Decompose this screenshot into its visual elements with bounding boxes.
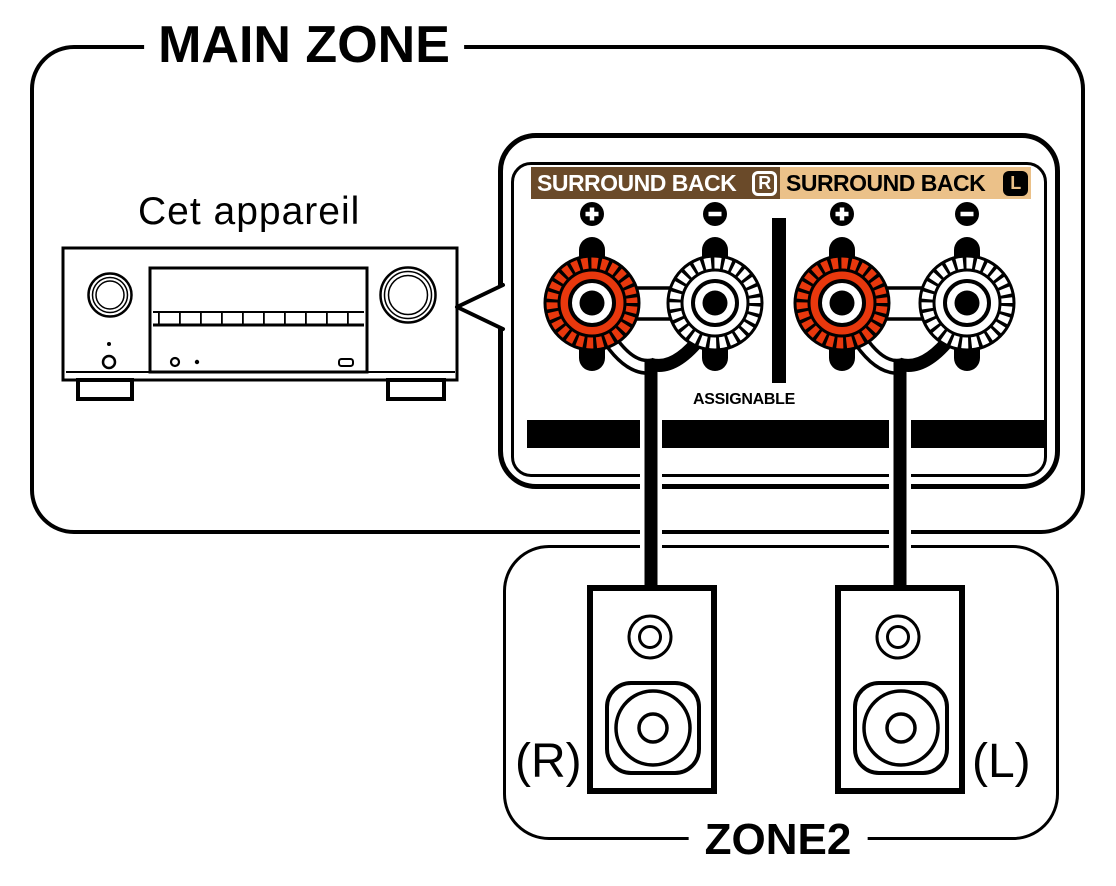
surround-back-r-label: SURROUND BACK R — [531, 167, 780, 199]
front-button — [169, 356, 181, 368]
volume-knob-left — [87, 272, 133, 318]
receiver-illustration — [61, 246, 459, 401]
binding-post-l-plus — [793, 237, 891, 371]
callout-pointer — [455, 283, 505, 331]
speaker-left-channel-label: (L) — [972, 735, 1031, 788]
main-zone-outline — [30, 45, 1085, 534]
power-button — [101, 354, 117, 370]
minus-icon — [955, 202, 979, 226]
post-bridges — [632, 286, 926, 321]
plus-icon — [830, 202, 854, 226]
surround-back-l-text: SURROUND BACK — [786, 169, 986, 196]
minus-icon — [703, 202, 727, 226]
power-led — [107, 342, 111, 346]
device-label: Cet appareil — [138, 190, 361, 233]
woofer — [853, 681, 949, 775]
speaker-drivers — [853, 614, 949, 775]
tweeter — [875, 614, 921, 660]
plus-icon — [580, 202, 604, 226]
assignable-label: ASSIGNABLE — [693, 391, 795, 408]
receiver-foot-left — [76, 378, 134, 401]
main-zone-title: MAIN ZONE — [144, 19, 464, 71]
speaker-right-channel-label: (R) — [515, 735, 582, 788]
front-jack — [194, 359, 200, 365]
channel-l-badge: L — [1003, 170, 1028, 196]
binding-post-l-minus — [918, 237, 1016, 371]
channel-r-badge: R — [752, 170, 777, 196]
receiver-foot-right — [386, 378, 446, 401]
binding-post-r-plus — [543, 237, 641, 371]
tweeter — [627, 614, 673, 660]
polarity-icons — [580, 202, 979, 226]
terminal-panel-inner-outline — [511, 162, 1047, 477]
speaker-drivers — [605, 614, 701, 775]
speaker-wire-left — [849, 329, 958, 600]
speaker-wire-right — [599, 329, 708, 600]
usb-port — [338, 358, 354, 367]
receiver-display — [148, 266, 369, 374]
surround-back-r-text: SURROUND BACK — [537, 169, 737, 196]
volume-knob-right — [379, 266, 437, 324]
zone2-speaker-left — [835, 585, 965, 794]
surround-back-l-label: SURROUND BACK L — [780, 167, 1031, 199]
terminal-divider-bar — [772, 218, 786, 383]
zone2-title: ZONE2 — [688, 817, 868, 863]
woofer — [605, 681, 701, 775]
zone2-speaker-right — [587, 585, 717, 794]
binding-post-r-minus — [666, 237, 764, 371]
panel-bottom-bar — [527, 420, 1044, 448]
